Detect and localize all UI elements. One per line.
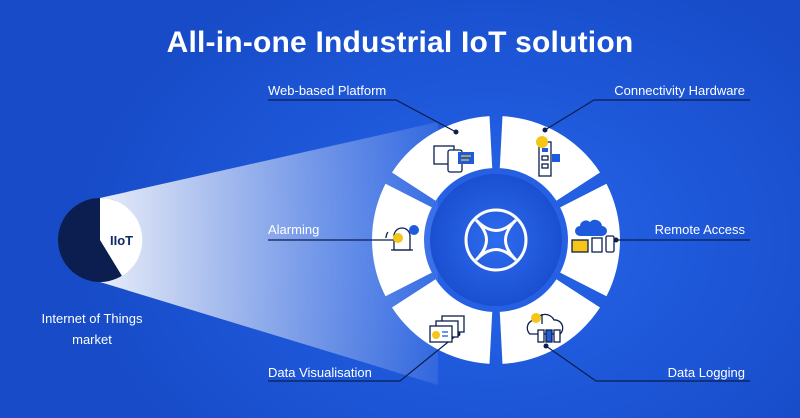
remote-access-icon — [571, 219, 615, 253]
page-title: All-in-one Industrial IoT solution — [166, 26, 634, 59]
label-web-based-platform: Web-based Platform — [268, 83, 387, 98]
segment-remote-access — [560, 183, 621, 297]
connector-data-logging — [545, 345, 750, 382]
connector-lines — [268, 99, 750, 382]
market-caption: Internet of Things market — [30, 308, 154, 350]
label-alarming: Alarming — [268, 222, 320, 237]
connectivity-hardware-icon — [536, 136, 560, 177]
market-beam — [100, 122, 438, 385]
wheel-hub — [430, 174, 562, 306]
data-visualisation-icon — [429, 315, 465, 343]
connector-connectivity — [544, 99, 750, 131]
market-caption-line1: Internet of Things — [41, 311, 143, 326]
connector-web-platform — [268, 99, 457, 133]
web-platform-icon — [433, 145, 474, 173]
connector-data-visualisation — [268, 333, 459, 382]
iiot-label: IIoT — [110, 233, 133, 248]
label-connectivity-hardware: Connectivity Hardware — [614, 83, 745, 98]
iiot-slice — [100, 197, 143, 276]
data-logging-icon — [526, 313, 564, 343]
iiot-pie-chart: IIoT — [58, 197, 143, 282]
market-caption-line2: market — [72, 332, 112, 347]
label-data-logging: Data Logging — [667, 365, 745, 380]
label-data-visualisation: Data Visualisation — [268, 365, 372, 380]
alarming-icon — [385, 225, 419, 251]
x-logo-icon — [464, 208, 528, 272]
label-remote-access: Remote Access — [654, 222, 745, 237]
